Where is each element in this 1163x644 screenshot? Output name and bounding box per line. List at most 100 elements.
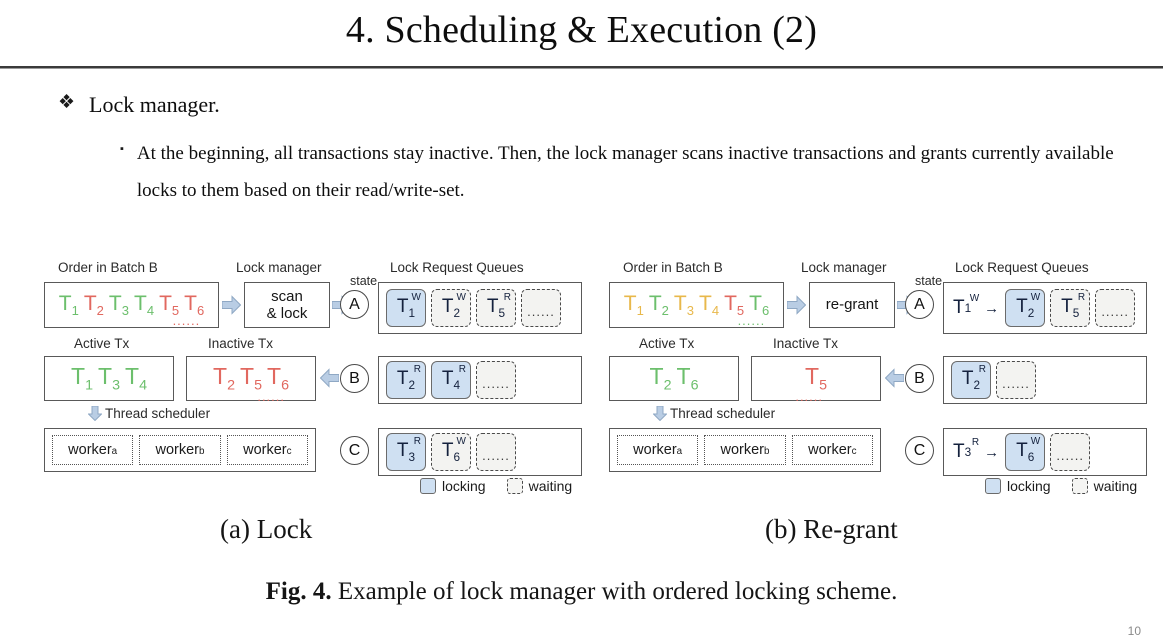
ellipsis-text: ...... xyxy=(527,303,555,319)
queue-cell-label: T6 xyxy=(441,440,461,464)
panel-a-header-queues: Lock Request Queues xyxy=(390,260,524,275)
panel-b-header-inactive: Inactive Tx xyxy=(773,336,839,351)
batch-tx-T5: T5 xyxy=(724,291,745,319)
panel-a-arrow-from-state-b xyxy=(320,368,339,388)
ellipsis-text: ...... xyxy=(1002,375,1030,391)
panel-b-lock-manager-text: re-grant xyxy=(825,296,879,314)
queue-cell-mode: R xyxy=(978,364,986,375)
batch-tx-T4: T4 xyxy=(134,291,155,319)
panel-b-lock-manager-box: re-grant xyxy=(809,282,895,328)
queue-grant-arrow-icon: → xyxy=(984,299,1000,317)
legend-locking-label: locking xyxy=(442,478,486,494)
batch-tx-T2: T2 xyxy=(83,291,104,319)
queue-cell-mode: R xyxy=(458,364,466,375)
ellipsis-text: ...... xyxy=(482,375,510,391)
page-title: 4. Scheduling & Execution (2) xyxy=(345,9,818,51)
batch-tx-T6: T6 xyxy=(749,291,770,319)
legend-waiting-label: waiting xyxy=(528,478,573,494)
panel-a-header-order: Order in Batch B xyxy=(58,260,158,275)
panel-a-header-active: Active Tx xyxy=(74,336,130,351)
queue-cell-ellipsis: ...... xyxy=(521,289,561,327)
queue-grant-arrow-icon: → xyxy=(984,443,1000,461)
thread-scheduler-label: Thread scheduler xyxy=(105,406,211,421)
batch-tx-T4: T4 xyxy=(699,291,720,319)
down-arrow-icon xyxy=(653,406,667,421)
figure-caption-text: Example of lock manager with ordered loc… xyxy=(337,578,898,605)
queue-cell-label: T3 xyxy=(396,440,416,464)
page-number: 10 xyxy=(1127,624,1141,638)
panel-a-thread-scheduler: Thread scheduler xyxy=(88,406,210,421)
panel-a-state-circle-A: A xyxy=(340,290,369,319)
panel-a-state-label: state xyxy=(350,274,378,288)
batch-tx-T2: T2 xyxy=(648,291,669,319)
panel-b-arrow-from-state-b xyxy=(885,368,904,388)
queue-cell-ellipsis: ...... xyxy=(1050,433,1091,471)
thread-scheduler-label: Thread scheduler xyxy=(670,406,776,421)
inactive-tx-ellipsis: ...... xyxy=(257,388,285,404)
queue-cell-ellipsis: ...... xyxy=(476,361,516,399)
bullet-square-icon: ▪ xyxy=(120,142,124,155)
panel-a-subcaption: (a) Lock xyxy=(220,514,313,544)
panel-b-arrow-to-lock-manager xyxy=(787,295,806,315)
bullet-level1-text: Lock manager. xyxy=(89,92,220,117)
panel-b-inactive-tx-list: T5...... xyxy=(795,363,827,404)
active-tx-T2: T2 xyxy=(649,363,672,394)
panel-b-state-circle-B: B xyxy=(905,364,934,393)
figure-caption-prefix: Fig. 4. xyxy=(265,578,332,605)
queue-cell-label: T2 xyxy=(396,368,416,392)
panel-b-state-circle-A: A xyxy=(905,290,934,319)
queue-cell-label: T5 xyxy=(1061,296,1080,320)
panel-b-header-order: Order in Batch B xyxy=(623,260,723,275)
figure-caption: Fig. 4. Example of lock manager with ord… xyxy=(0,578,1163,606)
bullet-level2-text: At the beginning, all transactions stay … xyxy=(136,142,1114,201)
queue-cell-mode: R xyxy=(413,364,421,375)
batch-tx-T1: T1 xyxy=(58,291,79,319)
queue-cell-mode: R xyxy=(1077,292,1086,303)
panel-b-header-queues: Lock Request Queues xyxy=(955,260,1089,275)
active-tx-T6: T6 xyxy=(676,363,699,394)
legend-locking-swatch-icon xyxy=(420,478,436,494)
batch-tx-T5: T5 xyxy=(159,291,180,319)
panel-a-state-circle-C: C xyxy=(340,436,369,465)
queue-cell-label: T1 xyxy=(396,296,416,320)
active-tx-T4: T4 xyxy=(125,363,147,394)
batch-order-ellipsis: ...... xyxy=(172,313,201,329)
queue-cell-ellipsis: ...... xyxy=(996,361,1036,399)
queue-cell-ellipsis: ...... xyxy=(476,433,516,471)
queue-cell-mode: W xyxy=(1030,292,1041,303)
down-arrow-icon xyxy=(88,406,102,421)
queue-cell-label: T6 xyxy=(1016,440,1035,464)
bullet-level2: ▪ At the beginning, all transactions sta… xyxy=(120,135,1123,209)
inactive-tx-ellipsis: ...... xyxy=(795,388,823,404)
